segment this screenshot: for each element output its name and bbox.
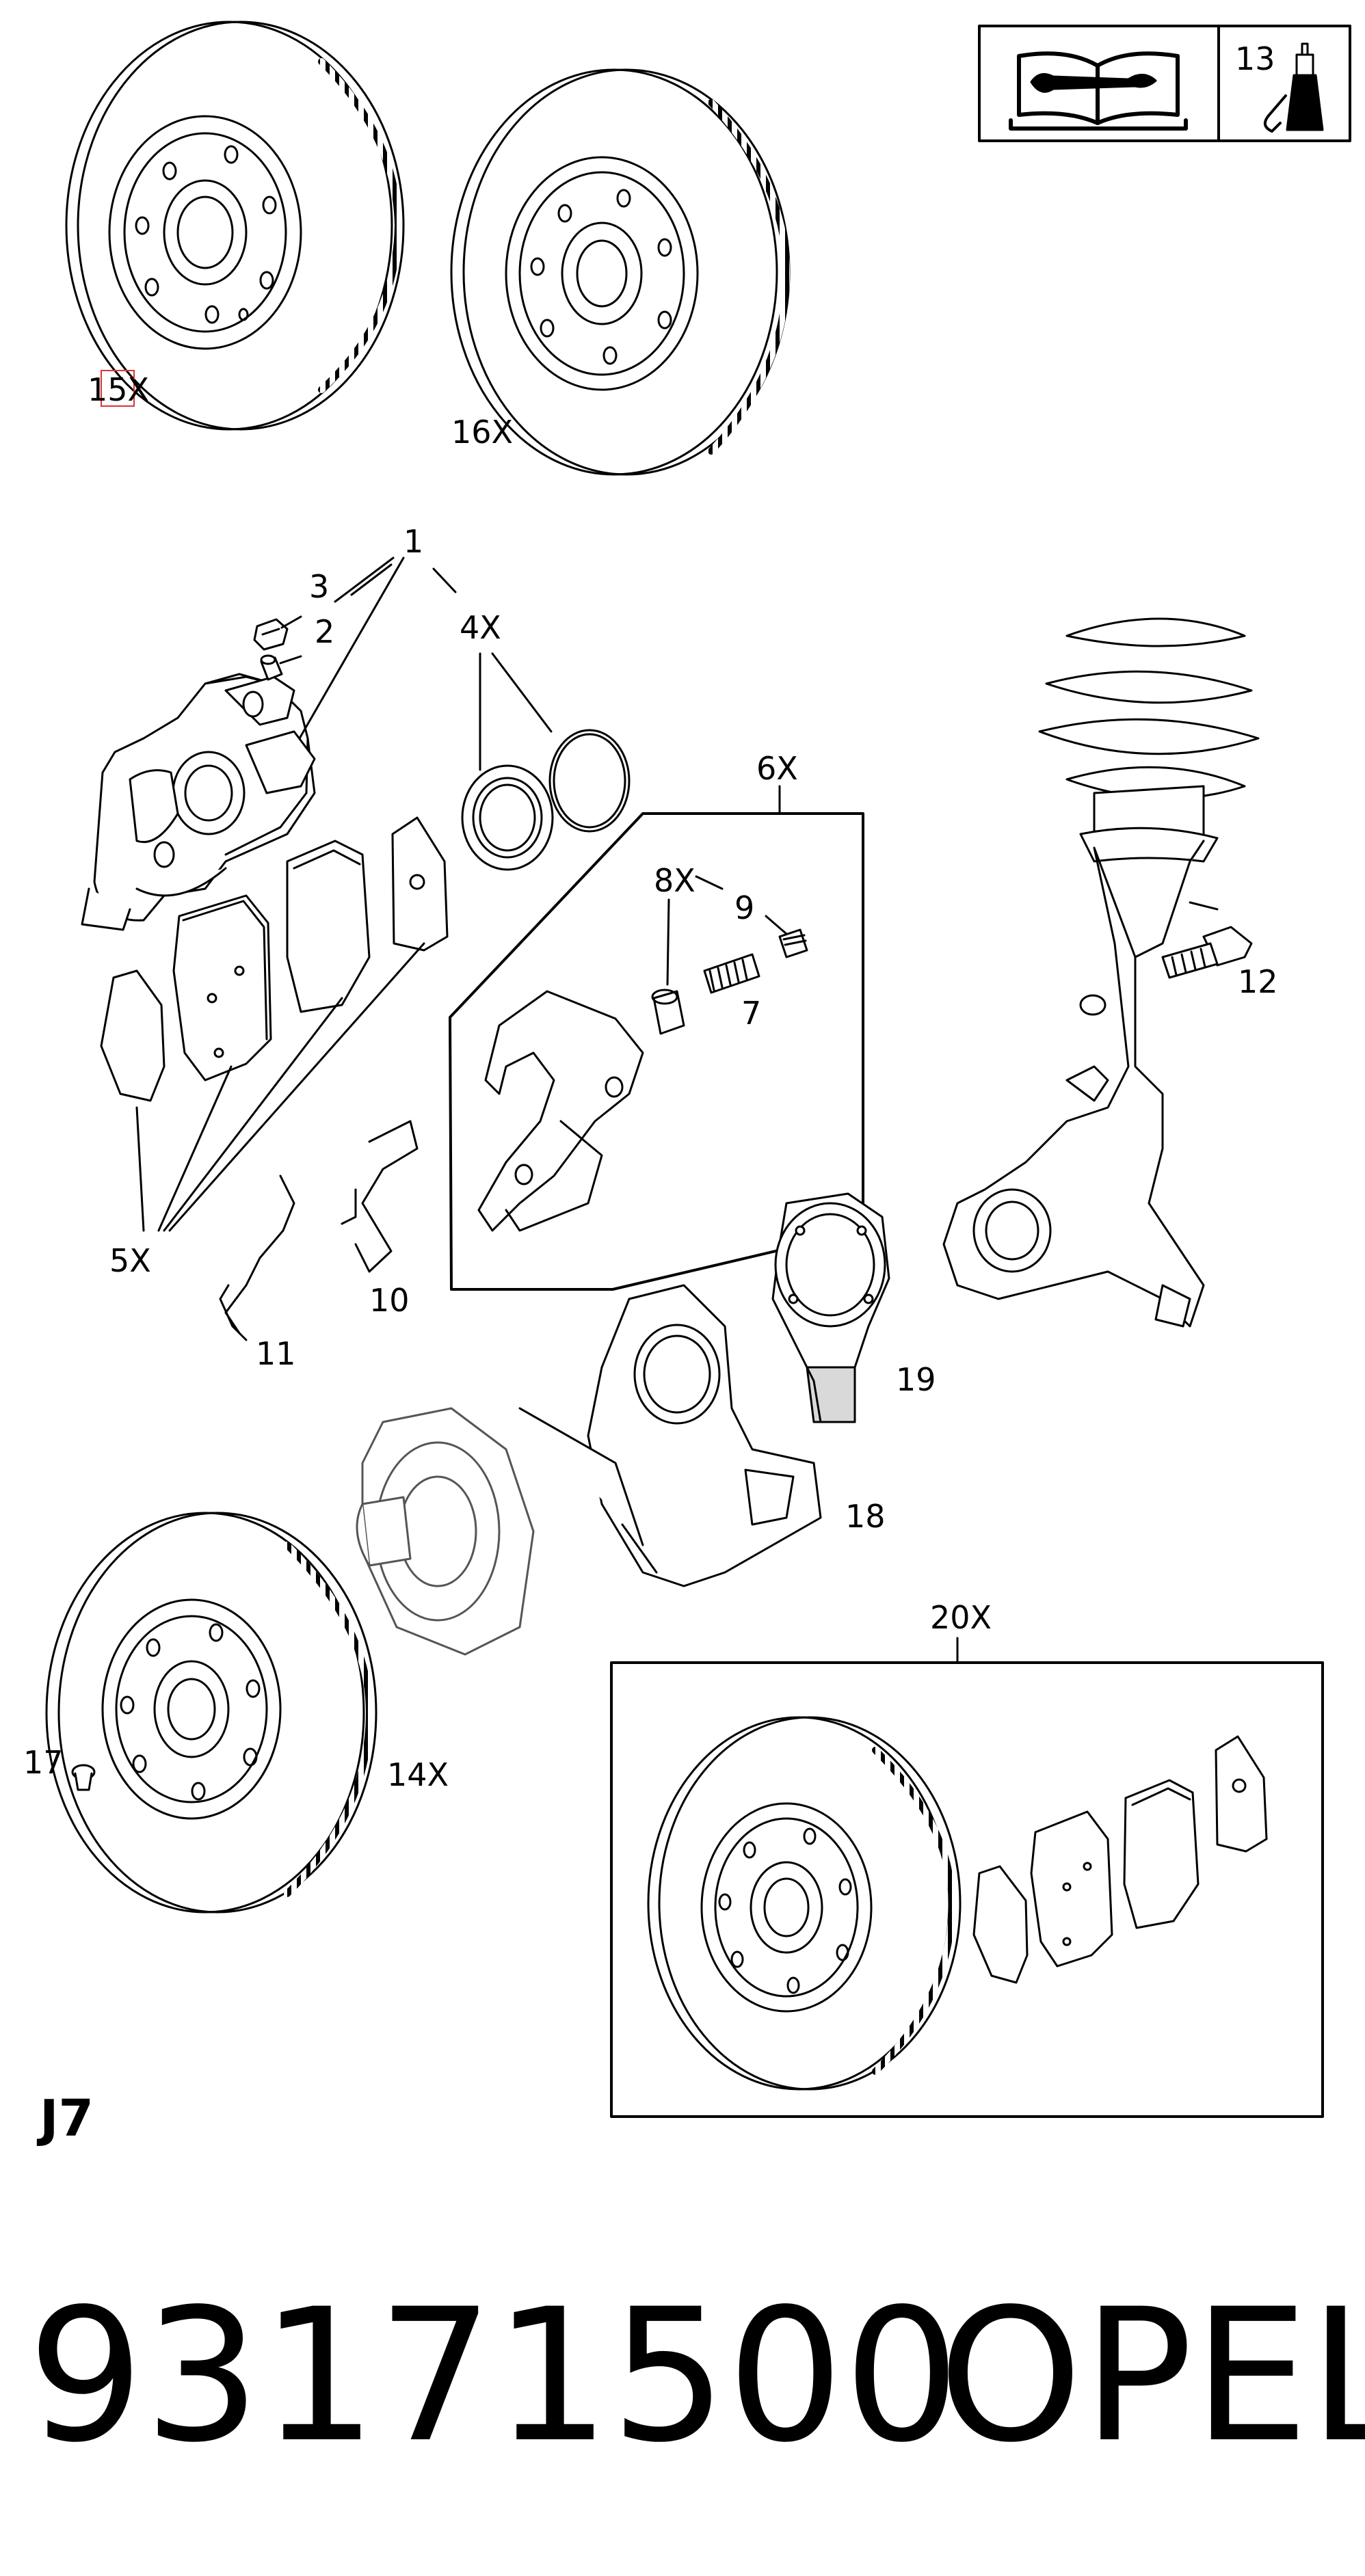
callout-1: 1 xyxy=(403,523,423,560)
callout-9: 9 xyxy=(734,889,754,926)
dust-cap xyxy=(260,654,283,681)
anti-rattle-spring-11 xyxy=(219,1175,295,1341)
callout-labels: 15X 16X 1 3 2 4X 6X 8X 9 7 12 13 5X 10 1… xyxy=(23,40,1278,1793)
callout-5: 5X xyxy=(109,1242,151,1279)
highlight-box xyxy=(101,370,135,407)
leader-lines xyxy=(135,556,959,1664)
callout-3: 3 xyxy=(309,568,329,605)
brand-name: OPEL xyxy=(938,2270,1365,2483)
callout-16: 16X xyxy=(451,414,513,451)
wheel-hub xyxy=(356,1407,535,1656)
backing-plate-19 xyxy=(771,1192,890,1423)
brake-caliper xyxy=(81,673,316,931)
callout-17: 17 xyxy=(23,1744,64,1781)
callout-10: 10 xyxy=(369,1282,410,1319)
callout-11: 11 xyxy=(256,1335,296,1372)
callout-14: 14X xyxy=(387,1756,449,1793)
service-manual-icon xyxy=(1009,51,1188,131)
brake-disc-15x xyxy=(65,21,405,431)
brake-disc-14x xyxy=(45,1512,377,1914)
anti-rattle-spring-10 xyxy=(341,1120,419,1273)
brake-disc-16x xyxy=(450,68,791,476)
strut-and-knuckle xyxy=(942,617,1260,1328)
callout-18: 18 xyxy=(845,1498,886,1535)
bleeder-screw xyxy=(253,618,289,651)
lubricant-bottle-icon xyxy=(1264,42,1324,133)
brake-kit-box xyxy=(610,1661,1324,2118)
callout-13: 13 xyxy=(1235,40,1275,77)
splash-shield-18 xyxy=(518,1284,822,1587)
callout-2: 2 xyxy=(315,613,334,650)
callout-19: 19 xyxy=(896,1361,936,1398)
icon-box xyxy=(978,25,1351,142)
callout-15: 15X xyxy=(88,371,149,408)
screw-17 xyxy=(71,1764,96,1791)
callout-4: 4X xyxy=(460,609,501,646)
piston-seal xyxy=(461,729,631,871)
callout-8: 8X xyxy=(654,862,695,899)
callout-7: 7 xyxy=(741,995,761,1032)
callout-12: 12 xyxy=(1238,963,1278,1000)
bolt-12 xyxy=(1161,926,1253,979)
callout-20: 20X xyxy=(930,1599,992,1636)
section-code: J7 xyxy=(36,2089,94,2148)
part-number: 93171500 xyxy=(27,2270,960,2483)
callout-6: 6X xyxy=(756,750,798,787)
brake-pad-set xyxy=(100,816,449,1102)
